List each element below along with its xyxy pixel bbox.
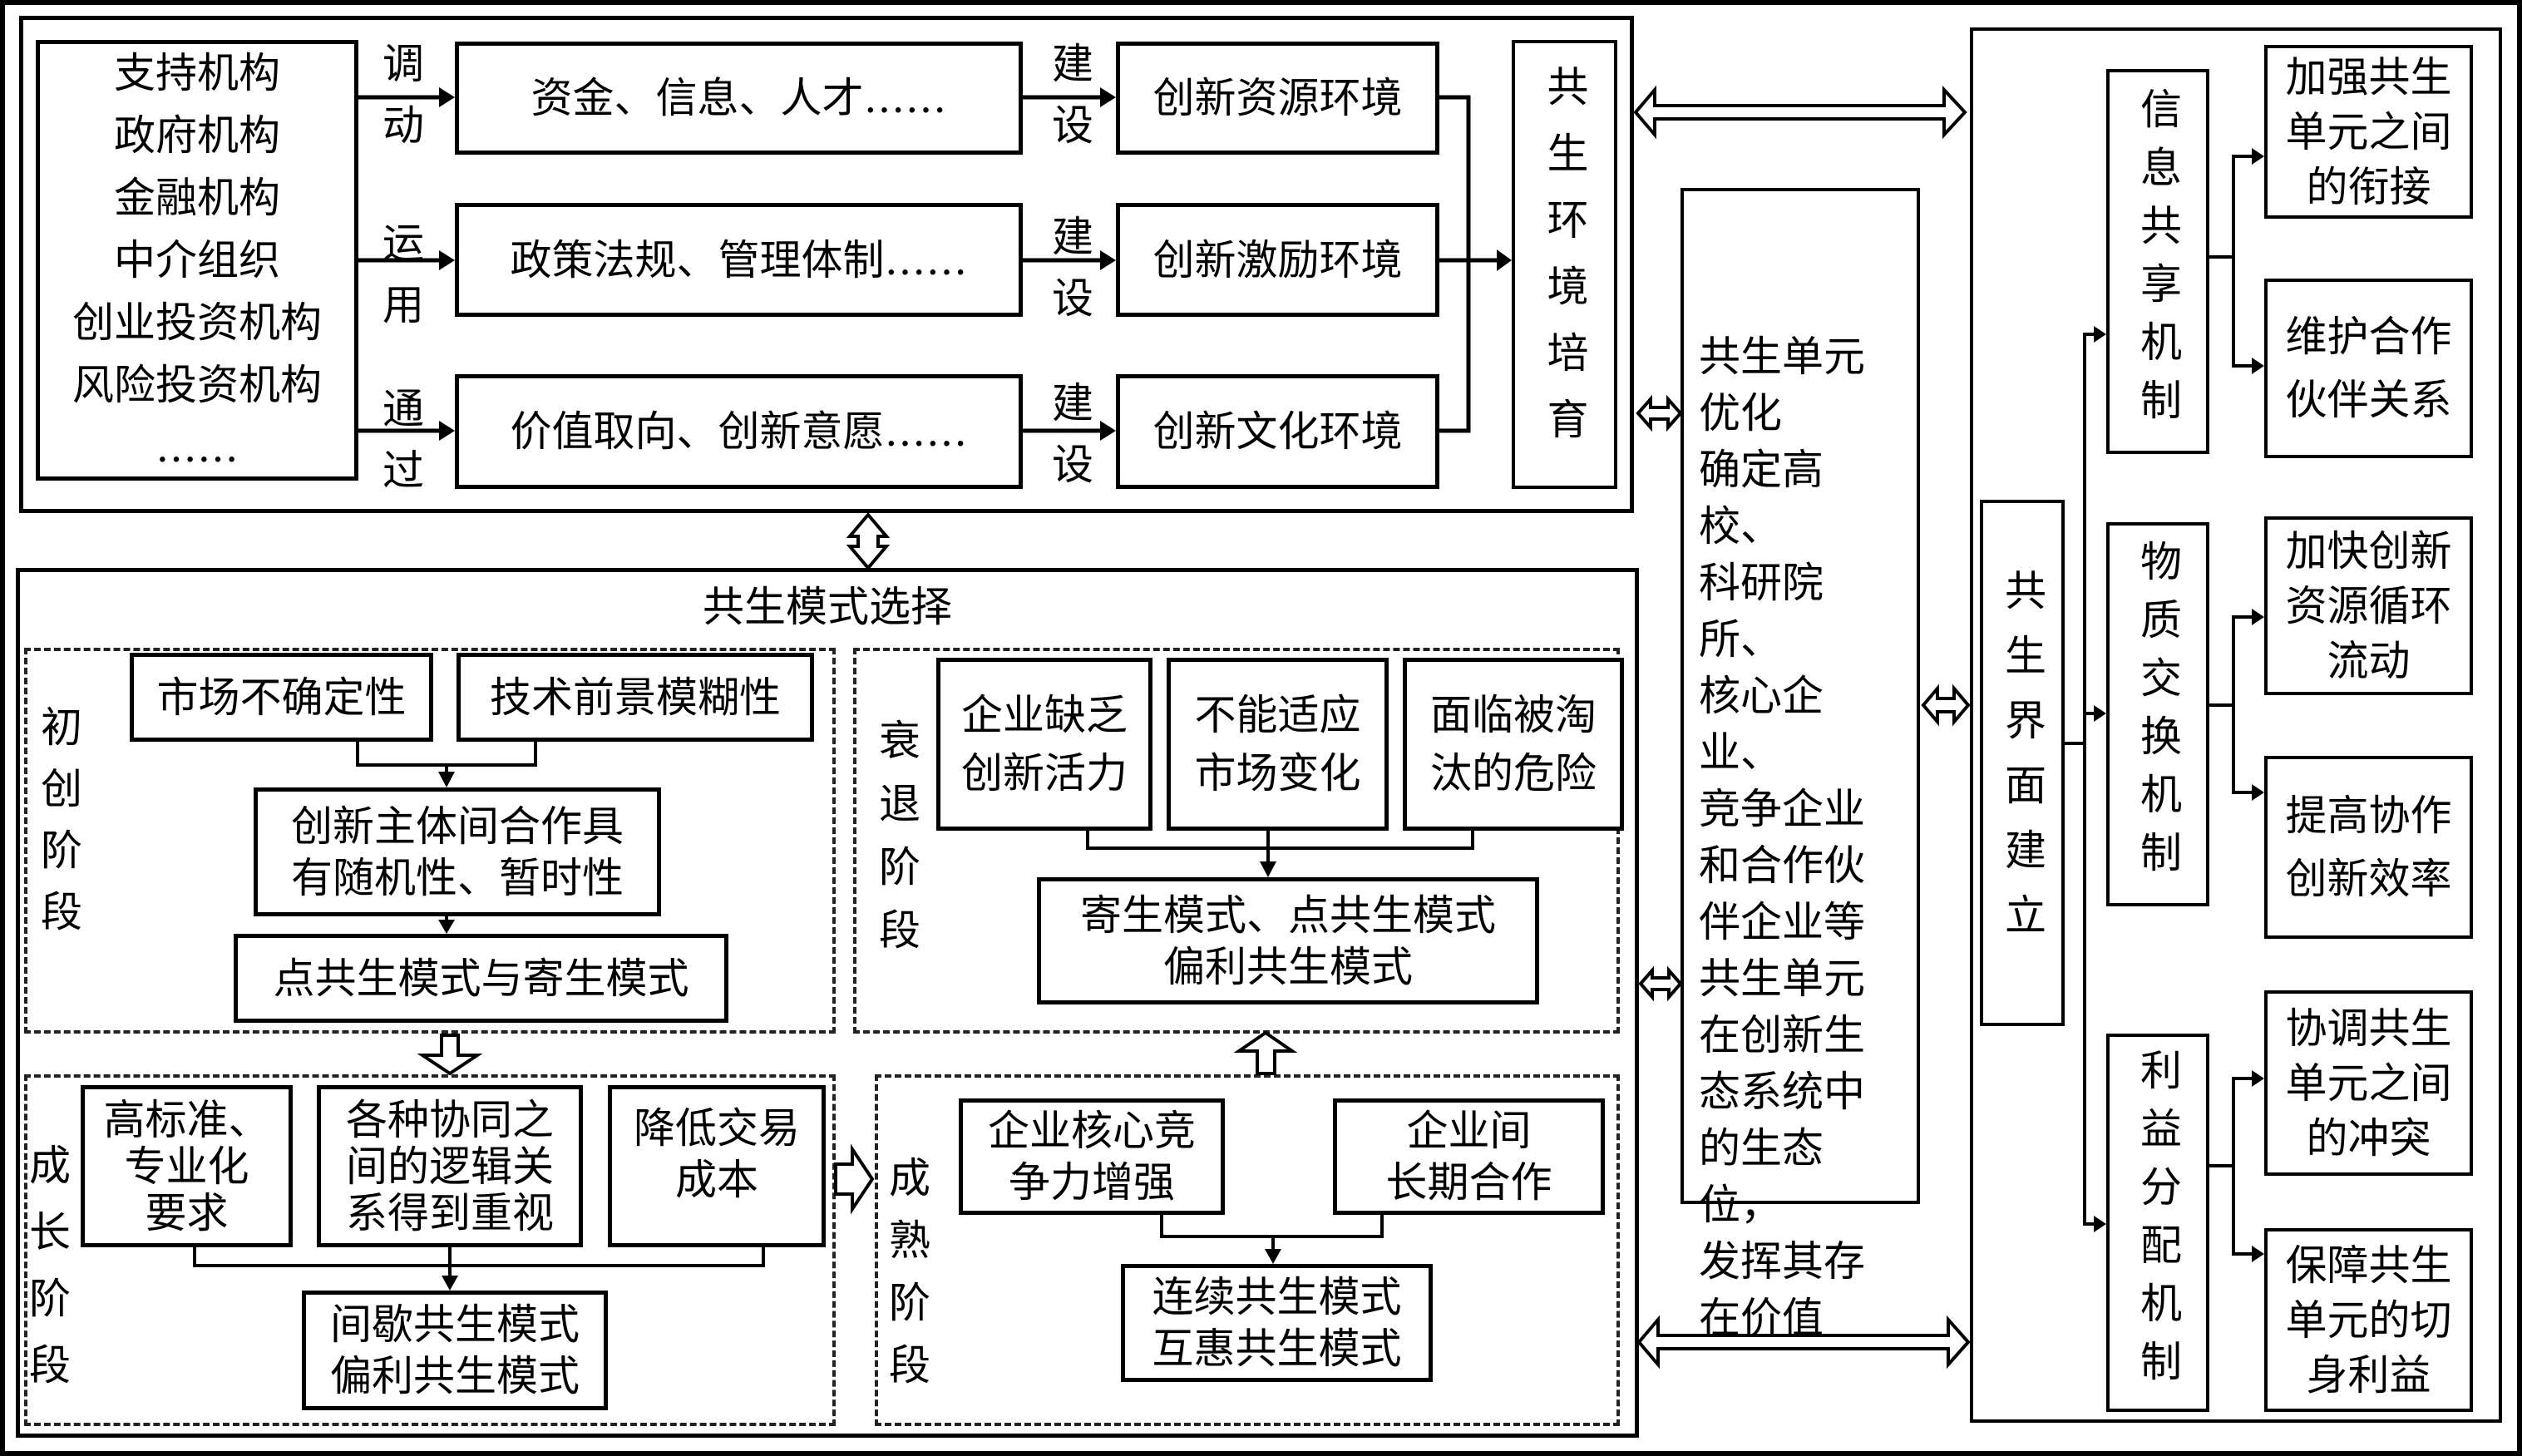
arrowhead <box>1100 250 1116 270</box>
arrowhead <box>438 920 455 934</box>
double-arrow-optimization-interface <box>1921 684 1971 727</box>
arrow-growth-to-mature <box>834 1143 875 1215</box>
build-label-1: 建 设 <box>1052 40 1093 150</box>
decline-factor-2: 不能适应 市场变化 <box>1167 658 1389 831</box>
arrow-mature-to-decline <box>1233 1030 1298 1075</box>
arrowhead <box>2252 609 2264 625</box>
interface-panel <box>1970 27 2502 1423</box>
arrowhead <box>442 1276 458 1291</box>
arrow-startup-to-growth <box>417 1034 483 1076</box>
stage-growth-label: 成 长 阶 段 <box>29 1142 71 1389</box>
interface-box: 共生界面建立 <box>1980 500 2065 1026</box>
double-arrow-env-mode <box>846 511 891 571</box>
arrowhead <box>1100 87 1116 107</box>
arrowhead <box>439 87 455 107</box>
arrowhead <box>1100 421 1116 441</box>
arrowhead <box>2252 1246 2264 1262</box>
unit-optimization-box: 共生单元 优化 确定高校、 科研院所、 核心企业、 竞争企业 和合作伙 伴企业等… <box>1681 188 1920 1342</box>
verb-label-mobilize: 调 动 <box>382 40 424 150</box>
input-box-policy: 政策法规、管理体制…… <box>455 203 1023 317</box>
outcome-box-3: 加快创新 资源循环 流动 <box>2264 516 2473 695</box>
mature-factor-1: 企业核心竞 争力增强 <box>959 1098 1225 1215</box>
env-box-incentive: 创新激励环境 <box>1116 203 1439 317</box>
growth-factor-1: 高标准、 专业化 要求 <box>81 1085 293 1247</box>
cultivation-box: 共生环境培育 <box>1512 40 1617 489</box>
info-branch <box>2232 155 2253 368</box>
startup-factor-market: 市场不确定性 <box>130 653 433 742</box>
mechanism-box-material: 物质交换机制 <box>2106 522 2209 906</box>
mode-selection-panel <box>16 568 1639 1438</box>
unit-optimization-text: 共生单元 优化 确定高校、 科研院所、 核心企业、 竞争企业 和合作伙 伴企业等… <box>1699 333 1865 1342</box>
mechanism-box-info: 信息共享机制 <box>2106 69 2209 454</box>
actors-box: 支持机构 政府机构 金融机构 中介组织 创业投资机构 风险投资机构 …… <box>36 40 358 481</box>
decline-result: 寄生模式、点共生模式 偏利共生模式 <box>1037 877 1539 1004</box>
double-arrow-env-optimization <box>1636 394 1683 432</box>
benefit-branch <box>2232 1077 2253 1256</box>
decline-merge-line <box>1086 831 1474 850</box>
arrowhead <box>439 421 455 441</box>
arrowhead <box>439 250 455 270</box>
environment-panel <box>19 16 1634 513</box>
arrowhead <box>2252 148 2264 165</box>
stage-startup <box>24 648 836 1034</box>
mode-selection-title: 共生模式选择 <box>703 583 952 631</box>
mature-factor-2: 企业间 长期合作 <box>1333 1098 1605 1215</box>
stage-decline-label: 衰 退 阶 段 <box>879 717 920 955</box>
material-branch <box>2232 615 2253 794</box>
outcome-box-1: 加强共生 单元之间 的衔接 <box>2264 45 2473 219</box>
stage-startup-label: 初 创 阶 段 <box>41 703 82 936</box>
outcome-box-6: 保障共生 单元的切 身利益 <box>2264 1228 2473 1412</box>
env-merge-line <box>1439 95 1471 433</box>
actors-list: 支持机构 政府机构 金融机构 中介组织 创业投资机构 风险投资机构 …… <box>72 48 322 471</box>
stage-mature <box>875 1074 1620 1426</box>
startup-result: 点共生模式与寄生模式 <box>234 934 728 1023</box>
arrowhead <box>2252 784 2264 801</box>
outcome-box-4: 提高协作 创新效率 <box>2264 756 2473 939</box>
stage-decline <box>853 648 1620 1034</box>
arrowhead <box>2094 1216 2106 1232</box>
arrowhead <box>2252 358 2264 374</box>
startup-merge-line <box>356 742 537 767</box>
interface-trunk <box>2083 333 2095 1226</box>
double-arrow-mode-interface <box>1636 1315 1971 1370</box>
verb-label-through: 通 过 <box>382 385 424 495</box>
arrowhead <box>1265 1249 1281 1264</box>
growth-result: 间歇共生模式 偏利共生模式 <box>302 1291 608 1410</box>
arrowhead <box>1260 861 1276 877</box>
input-box-resources: 资金、信息、人才…… <box>455 42 1023 155</box>
mature-merge-line <box>1160 1215 1384 1238</box>
stage-mature-label: 成 熟 阶 段 <box>889 1154 930 1389</box>
double-arrow-mode-optimization <box>1638 965 1683 1002</box>
env-box-culture: 创新文化环境 <box>1116 374 1439 489</box>
arrowhead <box>438 772 455 787</box>
startup-cooperation: 创新主体间合作具 有随机性、暂时性 <box>254 787 661 916</box>
mechanism-box-benefit: 利益分配机制 <box>2106 1034 2209 1412</box>
growth-merge-line <box>193 1247 765 1267</box>
input-box-values: 价值取向、创新意愿…… <box>455 374 1023 489</box>
outcome-box-5: 协调共生 单元之间 的冲突 <box>2264 990 2473 1176</box>
cultivation-label: 共生环境培育 <box>1540 65 1589 464</box>
growth-factor-2: 各种协同之 间的逻辑关 系得到重视 <box>317 1085 583 1247</box>
arrowhead <box>1497 249 1512 271</box>
stage-growth <box>24 1074 836 1426</box>
startup-factor-tech: 技术前景模糊性 <box>457 653 814 742</box>
build-label-3: 建 设 <box>1052 379 1093 489</box>
arrowhead <box>2252 1070 2264 1087</box>
env-box-resource: 创新资源环境 <box>1116 42 1439 155</box>
mature-result: 连续共生模式 互惠共生模式 <box>1121 1264 1433 1382</box>
arrowhead <box>2094 326 2106 343</box>
interface-label: 共生界面建立 <box>1998 568 2046 958</box>
build-label-2: 建 设 <box>1052 213 1093 323</box>
decline-factor-3: 面临被淘 汰的危险 <box>1403 658 1624 831</box>
growth-factor-3: 降低交易 成本 <box>608 1085 826 1247</box>
outcome-box-2: 维护合作 伙伴关系 <box>2264 279 2473 458</box>
decline-factor-1: 企业缺乏 创新活力 <box>936 658 1152 831</box>
double-arrow-env-interface <box>1633 85 1967 140</box>
arrowhead <box>2094 705 2106 722</box>
